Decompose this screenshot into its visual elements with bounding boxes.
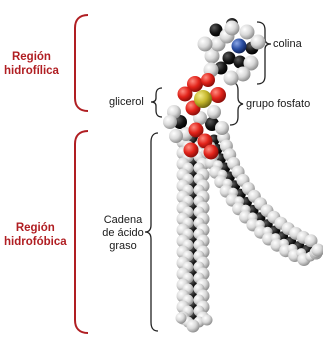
chain-label-line3: graso [100, 240, 146, 253]
fatty-acid-chain-label: Cadena de ácido graso [100, 214, 146, 253]
hydrogen-atom [176, 313, 187, 324]
hydrogen-atom [225, 21, 240, 36]
chain-label-line2: de ácido [100, 227, 146, 240]
phosphate-bracket [230, 82, 243, 125]
hydrogen-atom [187, 320, 200, 333]
hydrogen-atom [198, 37, 213, 52]
oxygen-atom [204, 145, 219, 160]
choline-label: colina [273, 38, 302, 51]
hydrogen-atom [224, 71, 239, 86]
oxygen-atom [178, 87, 193, 102]
hydrophobic-label-line1: Región [4, 222, 67, 236]
hydrogen-atom [163, 115, 177, 129]
hydrophobic-region-label: Región hidrofóbica [4, 222, 67, 249]
choline-bracket [257, 22, 271, 84]
chain-label-line1: Cadena [100, 214, 146, 227]
hydrogen-atom [215, 121, 229, 135]
hydrophobic-label-line2: hidrofóbica [4, 236, 67, 250]
oxygen-atom [210, 87, 226, 103]
phosphate-label: grupo fosfato [246, 98, 310, 111]
fatty-acid-bracket [145, 133, 158, 331]
hydrophobic-bracket [75, 131, 88, 333]
oxygen-atom [184, 143, 199, 158]
hydrogen-atom [251, 35, 266, 50]
hydrogen-atom [202, 315, 213, 326]
phosphorus-atom [194, 90, 212, 108]
hydrophilic-label-line1: Región [4, 51, 59, 65]
hydrophilic-region-label: Región hidrofílica [4, 51, 59, 78]
hydrophilic-bracket [75, 15, 88, 111]
phospholipid-molecule [163, 18, 323, 333]
glycerol-label: glicerol [109, 96, 144, 109]
glycerol-bracket [151, 88, 162, 117]
hydrogen-atom [169, 129, 183, 143]
hydrophilic-label-line2: hidrofílica [4, 65, 59, 79]
nitrogen-atom [232, 39, 247, 54]
hydrogen-atom [207, 105, 221, 119]
oxygen-atom [201, 73, 215, 87]
